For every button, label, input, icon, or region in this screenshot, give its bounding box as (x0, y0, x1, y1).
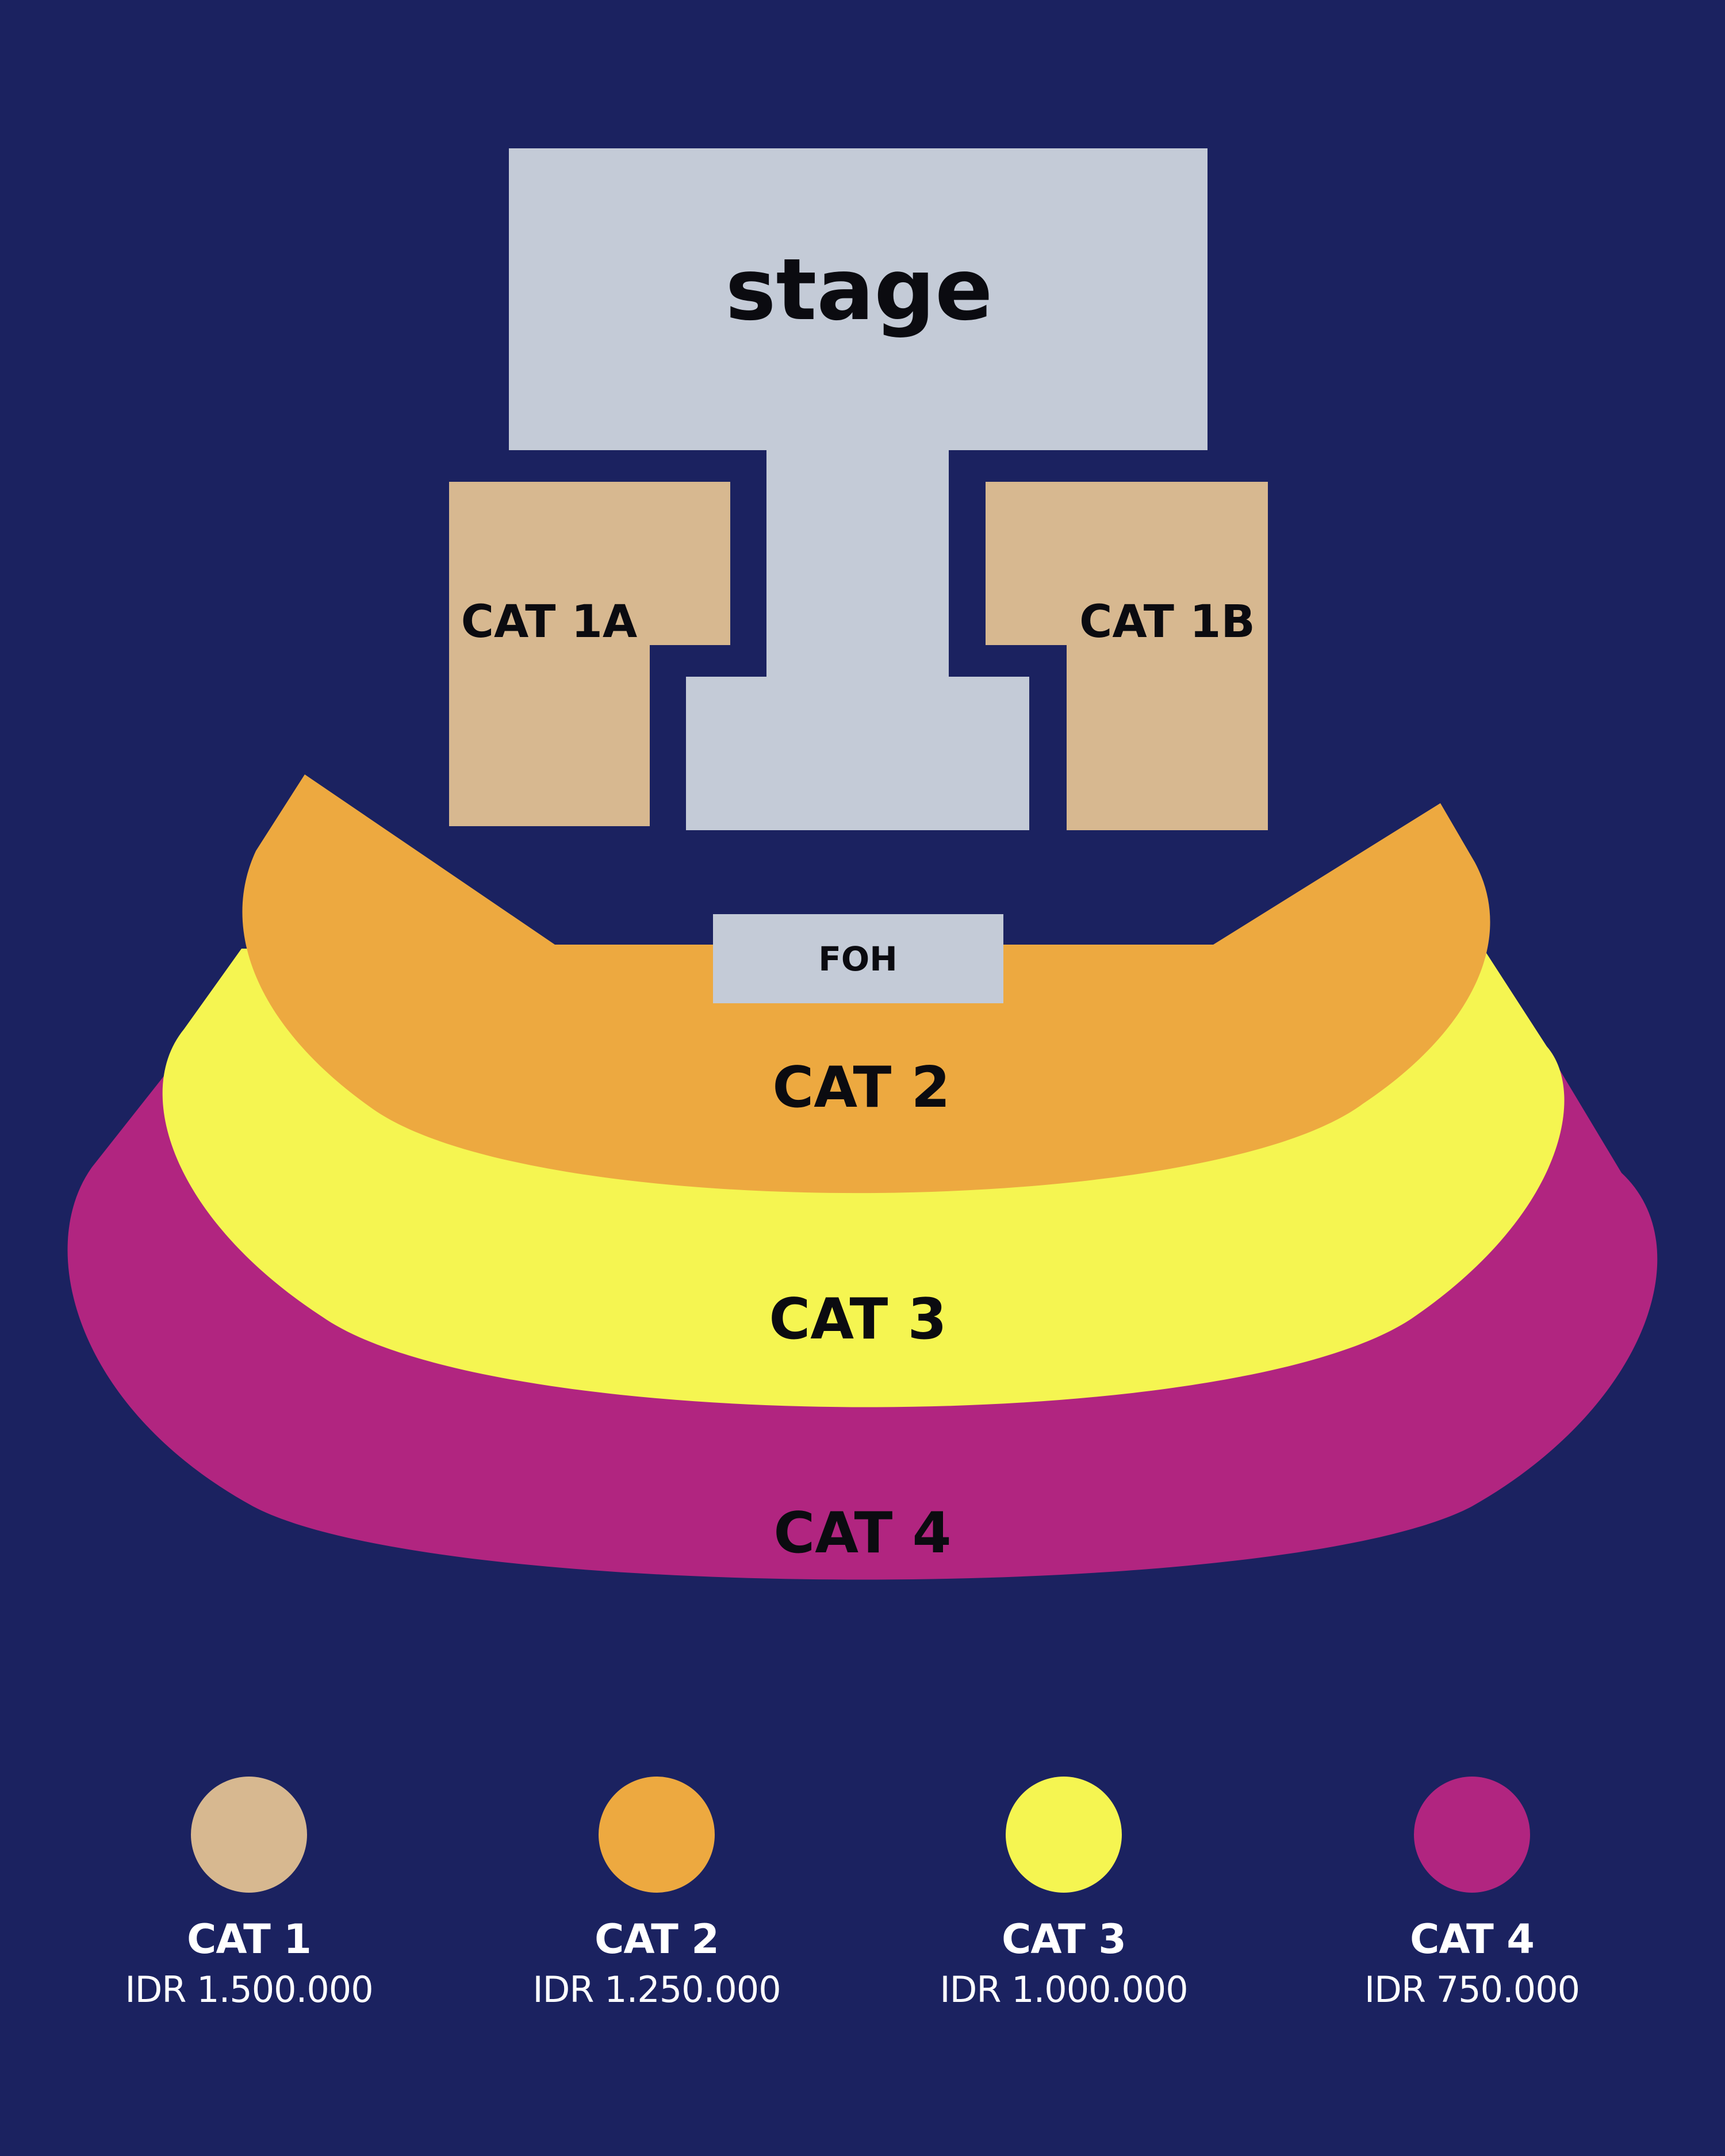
section-cat4-label: CAT 4 (773, 1501, 951, 1566)
foh-box (713, 914, 1003, 1003)
legend-item-cat2[interactable]: CAT 2 IDR 1.250.000 (455, 1777, 858, 2011)
legend-swatch-cat3 (1006, 1777, 1122, 1893)
legend-name-cat3: CAT 3 (1002, 1916, 1126, 1963)
seating-map: stage CAT 1A CAT 1B FOH CAT 2 CAT 3 CAT … (67, 148, 1658, 1580)
section-cat1b-label: CAT 1B (1079, 596, 1255, 648)
legend-name-cat4: CAT 4 (1410, 1916, 1535, 1963)
section-cat3-label: CAT 3 (769, 1287, 946, 1352)
legend-price-cat2: IDR 1.250.000 (532, 1969, 781, 2011)
legend-price-cat1: IDR 1.500.000 (125, 1969, 373, 2011)
legend-item-cat4[interactable]: CAT 4 IDR 750.000 (1271, 1777, 1673, 2011)
legend-item-cat1[interactable]: CAT 1 IDR 1.500.000 (48, 1777, 450, 2011)
legend-name-cat2: CAT 2 (595, 1916, 719, 1963)
section-cat1a[interactable] (449, 482, 730, 826)
legend-swatch-cat2 (599, 1777, 715, 1893)
legend-swatch-cat1 (191, 1777, 307, 1893)
section-cat1a-label: CAT 1A (461, 596, 638, 648)
stage (509, 148, 1208, 830)
price-legend: CAT 1 IDR 1.500.000 CAT 2 IDR 1.250.000 … (0, 1777, 1725, 2076)
section-cat2-label: CAT 2 (772, 1055, 950, 1121)
legend-swatch-cat4 (1414, 1777, 1530, 1893)
stage-label: stage (725, 240, 992, 339)
legend-price-cat3: IDR 1.000.000 (940, 1969, 1188, 2011)
legend-name-cat1: CAT 1 (187, 1916, 312, 1963)
legend-price-cat4: IDR 750.000 (1364, 1969, 1580, 2011)
section-cat1b[interactable] (986, 482, 1268, 830)
legend-item-cat3[interactable]: CAT 3 IDR 1.000.000 (862, 1777, 1265, 2011)
foh-label: FOH (818, 939, 897, 979)
